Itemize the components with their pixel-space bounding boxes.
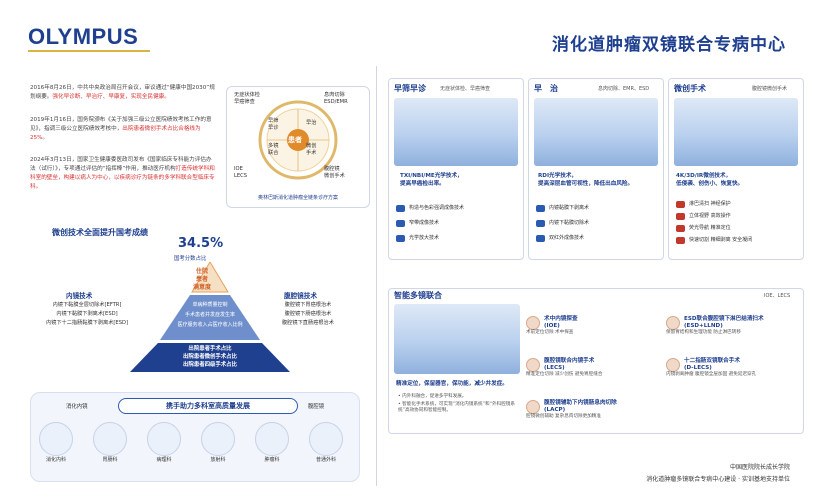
- panel2-items: 内镜黏膜下剥离术内镜下黏膜切除术双红外成像技术: [536, 204, 589, 243]
- circle-tl-items: 无症状体检早癌筛查: [234, 92, 260, 105]
- dept-radiology: 放射科: [198, 422, 238, 463]
- method-esd-llnd: ESD联合腹腔镜下淋巴结清扫术(ESD+LLND)保留胃结构和生理功能 防止淋巴…: [666, 316, 764, 335]
- intro-paragraph-1: 2016年8月26日，中共中央政治局召开会议，审议通过“健康中国2030”规划纲…: [30, 85, 215, 100]
- panel4-room-image: [394, 304, 520, 374]
- band-left-label: 消化内镜: [66, 404, 88, 410]
- dept-pathology: 病理科: [144, 422, 184, 463]
- panel3-sub: 腹腔镜微创手术: [752, 86, 788, 92]
- band-right-label: 腹腔镜: [308, 404, 325, 410]
- panel2-room-image: [534, 98, 658, 166]
- panel4-desc: 精准定位，保留器官，保功能，减少并发症。: [396, 381, 508, 387]
- panel2-heading: 早 治: [534, 84, 558, 93]
- method-lecs: 腹腔镜联合内镜手术(LECS)精准定位切除 减少创伤 避免胃腔缝合: [526, 358, 603, 377]
- pyramid-title: 微创技术全面提升国考成绩: [52, 228, 148, 237]
- pyramid-middle-tier: 单病种质量控制手术患者并发症发生率医疗服务收入占医疗收入比例: [177, 302, 243, 328]
- intro-paragraph-2: 2019年1月16日，国务院颁布《关于加强三级公立医院绩效考核工作的意见》，指调…: [30, 117, 212, 141]
- panel4-heading: 智能多镜联合: [394, 291, 442, 300]
- method-d-lecs: 十二指肠双镜联合手术(D-LECS)内镜剥离肿瘤 腹腔镜全层加固 避免延迟穿孔: [666, 358, 757, 377]
- endoscopy-list: 内镜下黏膜全层切除术[EFTR]内镜下黏膜下剥离术[ESD]内镜下十二指肠黏膜下…: [45, 302, 129, 326]
- score-percent-label: 国考分数占比: [174, 256, 207, 262]
- method-lacp: 腹腔镜辅助下内镜肠息肉切除(LACP)腔镜微创辅助 复杂息肉切除更加精准: [526, 400, 617, 419]
- circle-q3: 多镜联合: [268, 143, 279, 156]
- circle-center-label: 患者: [288, 136, 302, 144]
- panel1-heading: 早筛早诊: [394, 84, 426, 93]
- footer-line-1: 中国医院院长成长学院: [729, 464, 790, 471]
- logo-underline: [28, 50, 150, 52]
- panel3-items: 淋巴清扫 神经保护立体视野 高效操作荧光导航 精准定位快速切割 精细剥离 安全凝…: [676, 200, 752, 245]
- olympus-logo: OLYMPUS: [28, 24, 139, 49]
- panel3-desc: 4K/3D/IR微创技术，低侵袭、创伤小、恢复快。: [676, 173, 744, 187]
- panel2-desc: RDI光学技术，提高深层血管可视性，降低出血风险。: [538, 173, 634, 187]
- circle-q1: 早筛早诊: [268, 118, 279, 131]
- panel1-items: 构造与色彩强调成像技术窄带成像技术光学放大技术: [396, 204, 464, 243]
- method-ioe: 术中内镜探查(IOE)术前定位切除 术中探查: [526, 316, 578, 335]
- circle-br-items: 腹腔镜微创手术: [324, 166, 345, 179]
- score-percent: 34.5%: [178, 236, 224, 251]
- panel3-heading: 微创手术: [674, 84, 706, 93]
- panel1-sub: 无症状体检、早癌筛查: [440, 86, 491, 92]
- dept-general-surgery: 普通外科: [306, 422, 346, 463]
- panel3-room-image: [674, 98, 798, 166]
- collaboration-banner: 携手助力多科室高质量发展: [118, 398, 298, 414]
- care-cycle-box: [226, 86, 370, 208]
- pyramid-top-label: 住院患者满意度: [192, 268, 211, 291]
- pyramid-base-tier: 出院患者手术占比出院患者微创手术占比出院患者四级手术占比: [183, 346, 237, 368]
- center-divider: [376, 66, 377, 486]
- intro-paragraph-3: 2024年3月13日，国家卫生健康委医政司发布《国家临床专科能力评估办法（试行）…: [30, 157, 215, 190]
- footer-line-2: 消化道肿瘤多镜联合专病中心建设 · 实训基地支持单位: [646, 476, 790, 483]
- panel1-room-image: [394, 98, 518, 166]
- circle-caption: 奥林巴斯消化道肿瘤全链条诊疗方案: [257, 195, 338, 201]
- circle-q2: 早治: [306, 120, 317, 126]
- dept-gi-surgery: 胃肠科: [90, 422, 130, 463]
- laparoscopy-list: 腹腔镜下胃癌根治术腹腔镜下肠癌根治术腹腔镜下直肠癌根治术: [282, 302, 334, 326]
- care-cycle-diagram: [258, 100, 338, 180]
- panel2-sub: 息肉切除、EMR、ESD: [598, 86, 650, 92]
- circle-q4: 微创手术: [306, 143, 317, 156]
- page-title: 消化道肿瘤双镜联合专病中心: [552, 35, 786, 55]
- dept-oncology: 肿瘤科: [252, 422, 292, 463]
- panel4-sub: IOE、LECS: [764, 293, 791, 299]
- dept-gastro: 消化内科: [36, 422, 76, 463]
- panel4-bullets: • 内外科融合，促进多学科发展。• 智能化手术系统，可实现“消化内镜系统”和“外…: [398, 394, 515, 413]
- quality-pyramid: [130, 262, 290, 372]
- laparoscopy-heading: 腹腔镜技术: [284, 292, 317, 300]
- panel1-desc: TXI/NBI/ME光学技术，提高早癌检出率。: [400, 173, 463, 187]
- endoscopy-heading: 内镜技术: [66, 292, 93, 300]
